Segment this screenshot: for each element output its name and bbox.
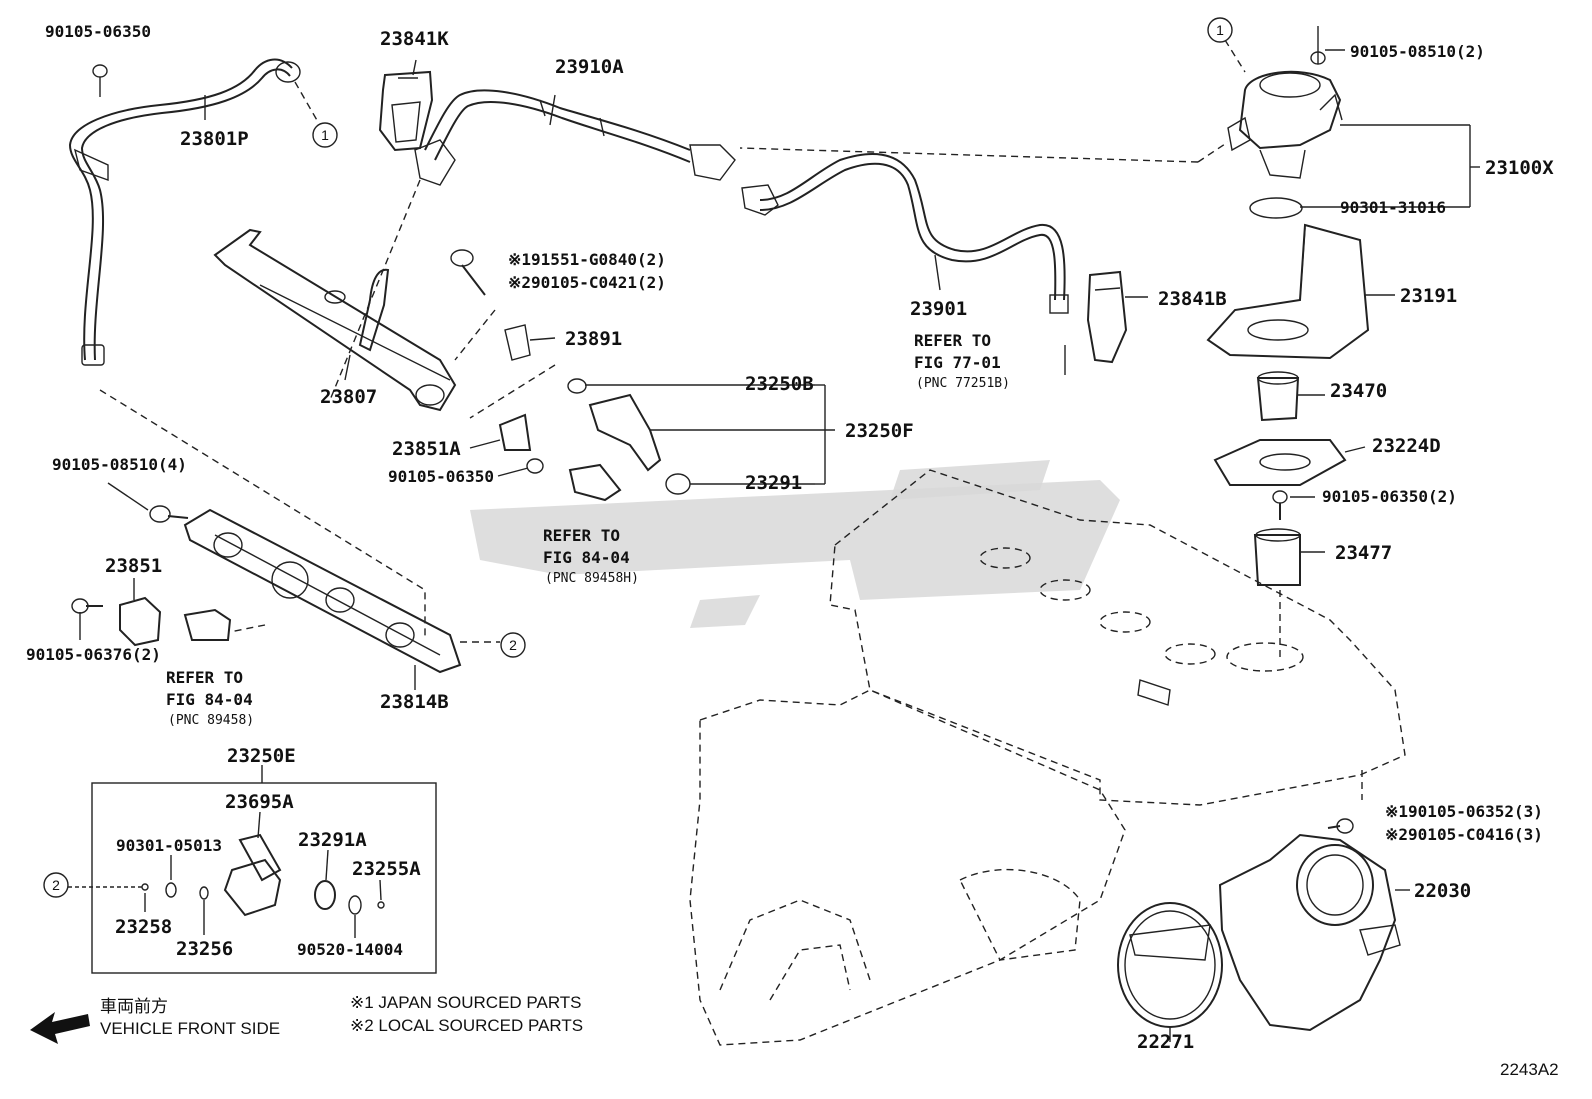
legend-front-en: VEHICLE FRONT SIDE <box>100 1019 280 1038</box>
injector-kit-parts <box>68 833 385 917</box>
injector-23250F <box>567 378 835 495</box>
label-23814B: 23814B <box>380 691 449 713</box>
legend-front-jp: 車両前方 <box>100 997 168 1016</box>
label-90105-06376-2: 90105-06376(2) <box>26 645 161 664</box>
ref-84h-line3: (PNC 89458H) <box>545 571 639 586</box>
fuel-pipe-23801P <box>68 58 301 366</box>
label-23841B: 23841B <box>1158 288 1227 310</box>
label-23841K: 23841K <box>380 28 449 50</box>
callout-1-pump-text: 1 <box>1216 22 1224 38</box>
label-23851: 23851 <box>105 555 162 577</box>
label-23191: 23191 <box>1400 285 1457 307</box>
callout-1-top-left: 1 <box>312 122 338 148</box>
label-23255A: 23255A <box>352 858 421 880</box>
callout-2-box: 2 <box>43 872 69 898</box>
ref-84-line1: REFER TO <box>166 668 243 687</box>
note-local-sourced: ※2 LOCAL SOURCED PARTS <box>350 1016 583 1035</box>
ref-84-line2: FIG 84-04 <box>166 690 253 709</box>
damper-23851 <box>71 596 232 647</box>
label-23910A: 23910A <box>555 56 624 78</box>
leader-lines <box>99 39 1363 800</box>
callout-2-box-text: 2 <box>52 877 60 893</box>
sourcing-notes: ※1 JAPAN SOURCED PARTS ※2 LOCAL SOURCED … <box>350 993 583 1035</box>
note-japan-sourced: ※1 JAPAN SOURCED PARTS <box>350 993 582 1012</box>
front-arrow-legend: 車両前方 VEHICLE FRONT SIDE <box>30 997 280 1044</box>
callout-2-rail: 2 <box>500 632 526 658</box>
label-23851A: 23851A <box>392 438 461 460</box>
solid-leaders <box>79 49 1480 1042</box>
label-23801P: 23801P <box>180 128 249 150</box>
label-90105-08510-2: 90105-08510(2) <box>1350 42 1485 61</box>
label-23100X: 23100X <box>1485 157 1554 179</box>
label-23291: 23291 <box>745 472 802 494</box>
callout-1-text: 1 <box>321 127 329 143</box>
label-90520-14004: 90520-14004 <box>297 940 403 959</box>
figure-code: 2243A2 <box>1500 1060 1559 1079</box>
fuel-rail-23807 <box>213 228 457 412</box>
engine-block-outline <box>689 469 1406 1046</box>
label-90105-06350-2: 90105-06350(2) <box>1322 487 1457 506</box>
ref-77-line1: REFER TO <box>914 331 991 350</box>
label-23291A: 23291A <box>298 829 367 851</box>
label-23250B: 23250B <box>745 373 814 395</box>
cover-23191 <box>1206 223 1370 360</box>
label-23695A: 23695A <box>225 791 294 813</box>
sensor-89458H <box>568 463 622 502</box>
callout-2-rail-text: 2 <box>509 637 517 653</box>
label-90301-05013: 90301-05013 <box>116 836 222 855</box>
throttle-body-22030 <box>1218 818 1401 1032</box>
label-23477: 23477 <box>1335 542 1392 564</box>
insulator-23470 <box>1256 371 1300 422</box>
parts-box-23250E <box>91 782 437 974</box>
bolt-23891-group <box>450 249 531 361</box>
front-arrow-icon <box>30 1012 90 1044</box>
label-290105-c0421: ※290105-C0421(2) <box>508 273 666 292</box>
label-23470: 23470 <box>1330 380 1387 402</box>
label-23250F: 23250F <box>845 420 914 442</box>
ref-84-line3: (PNC 89458) <box>168 713 254 728</box>
label-22030: 22030 <box>1414 880 1471 902</box>
label-23891: 23891 <box>565 328 622 350</box>
bolt-90105-06350-2 <box>1272 490 1288 520</box>
label-23256: 23256 <box>176 938 233 960</box>
label-22271: 22271 <box>1137 1031 1194 1053</box>
ref-note-fig-77-01: REFER TO FIG 77-01 (PNC 77251B) <box>914 331 1010 391</box>
ref-77-line2: FIG 77-01 <box>914 353 1001 372</box>
label-90105-06350-mid: 90105-06350 <box>388 467 494 486</box>
label-23250E: 23250E <box>227 745 296 767</box>
clip-23851A <box>498 413 544 474</box>
label-23807: 23807 <box>320 386 377 408</box>
label-23224D: 23224D <box>1372 435 1441 457</box>
gasket-23224D <box>1213 439 1347 486</box>
connector-23841B <box>1064 270 1128 375</box>
hose-23901 <box>741 153 1069 314</box>
label-190105-06352: ※190105-06352(3) <box>1385 802 1543 821</box>
label-23258: 23258 <box>115 916 172 938</box>
gasket-22271 <box>1117 902 1223 1028</box>
label-191551-g0840: ※191551-G0840(2) <box>508 250 666 269</box>
ref-77-line3: (PNC 77251B) <box>916 376 1010 391</box>
fuel-pump-23100X <box>1227 26 1343 219</box>
label-90105-06350-tl: 90105-06350 <box>45 22 151 41</box>
delivery-pipe-23814B <box>149 505 462 674</box>
callout-1-pump: 1 <box>1207 17 1233 43</box>
ref-note-fig-84-04-left: REFER TO FIG 84-04 (PNC 89458) <box>166 668 254 728</box>
bracket-23841K <box>378 70 434 152</box>
label-290105-c0416: ※290105-C0416(3) <box>1385 825 1543 844</box>
label-23901: 23901 <box>910 298 967 320</box>
hose-23910A <box>414 89 736 186</box>
ref-84h-line1: REFER TO <box>543 526 620 545</box>
collar-23477 <box>1253 528 1301 586</box>
label-90105-08510-4: 90105-08510(4) <box>52 455 187 474</box>
ref-note-fig-84-04-mid: REFER TO FIG 84-04 (PNC 89458H) <box>543 526 639 586</box>
ref-84h-line2: FIG 84-04 <box>543 548 630 567</box>
label-90301-31016: 90301-31016 <box>1340 198 1446 217</box>
